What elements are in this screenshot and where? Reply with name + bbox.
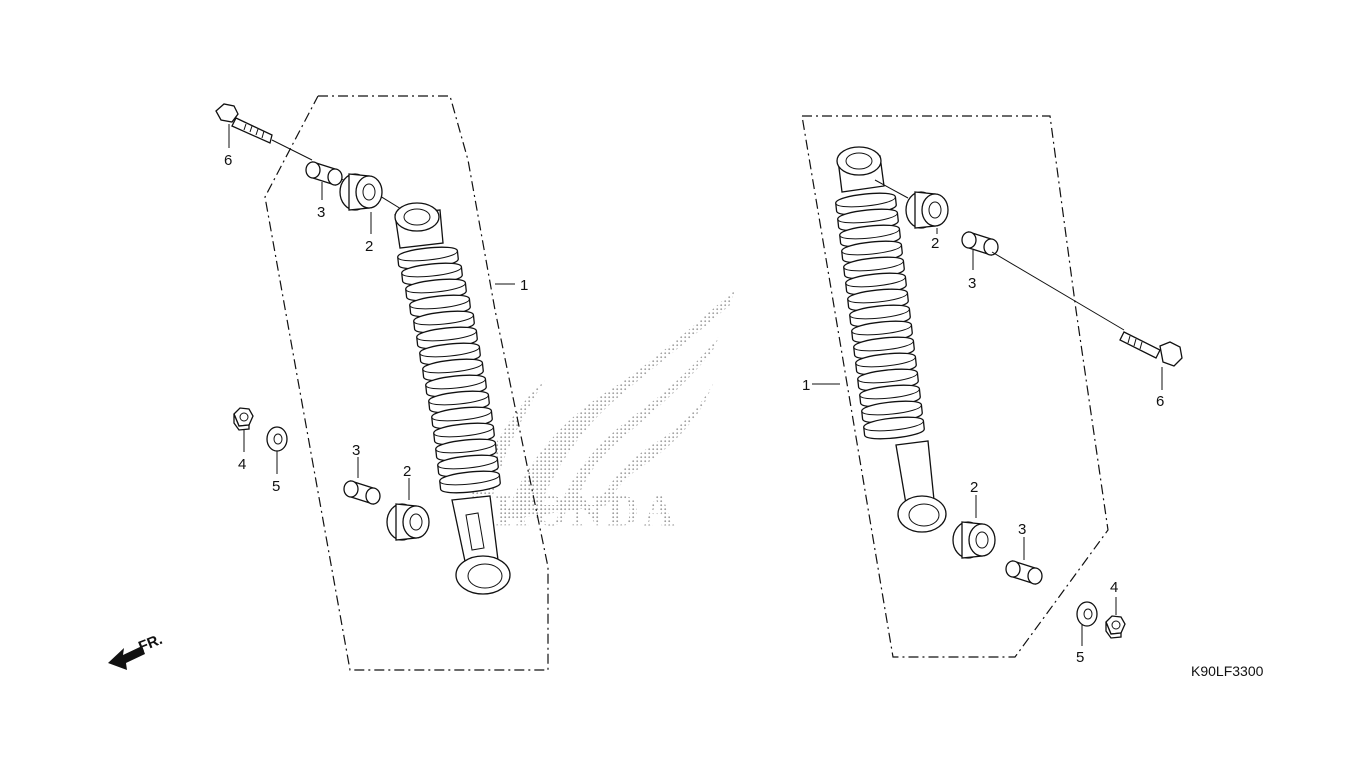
left-callout-2-bottom: 2	[403, 463, 411, 480]
right-callout-2-bottom: 2	[970, 479, 978, 496]
left-spring	[396, 244, 502, 496]
front-arrow-icon	[108, 646, 145, 670]
right-washer	[1076, 601, 1098, 627]
right-callout-3-bottom: 3	[1018, 521, 1026, 538]
right-callout-4: 4	[1110, 579, 1118, 596]
watermark-text: HONDA	[495, 486, 679, 535]
right-group-outline	[801, 115, 1109, 658]
right-shock-damper	[895, 440, 947, 533]
right-collar-bottom	[1005, 560, 1043, 585]
left-callout-3-top: 3	[317, 204, 325, 221]
right-bushing-bottom	[952, 521, 996, 559]
left-bolt	[215, 103, 273, 144]
left-nut	[233, 407, 254, 431]
right-shock-assembly: 2 3 6 1 2 3 4 5	[801, 115, 1183, 666]
left-washer	[266, 426, 288, 452]
right-bolt	[1119, 331, 1183, 367]
right-callout-5: 5	[1076, 649, 1084, 666]
right-spring	[834, 190, 926, 442]
left-callout-3-bottom: 3	[352, 442, 360, 459]
diagram-code: K90LF3300	[1191, 663, 1264, 679]
front-indicator-label: FR.	[136, 631, 165, 656]
right-collar-top	[961, 231, 999, 256]
left-callout-2-top: 2	[365, 238, 373, 255]
left-callout-4: 4	[238, 456, 246, 473]
front-indicator: FR.	[108, 631, 165, 670]
right-shock-top-eye	[836, 146, 885, 193]
left-shock-top-eye	[394, 202, 444, 249]
left-shock-damper	[451, 495, 511, 595]
left-collar-bottom	[343, 480, 381, 505]
right-bushing-top	[905, 191, 949, 229]
left-callout-6: 6	[224, 152, 232, 169]
right-callout-3-top: 3	[968, 275, 976, 292]
right-callout-6: 6	[1156, 393, 1164, 410]
left-bushing-bottom	[386, 503, 430, 541]
right-nut	[1105, 615, 1126, 639]
left-collar-top	[305, 161, 343, 186]
left-shock-assembly: 6 3 2 1 4 5 3 2	[215, 95, 549, 671]
left-group-outline	[264, 95, 549, 671]
left-callout-5: 5	[272, 478, 280, 495]
left-bushing-top	[339, 173, 383, 211]
right-callout-2-top: 2	[931, 235, 939, 252]
right-callout-1: 1	[802, 377, 810, 394]
left-callout-1: 1	[520, 277, 528, 294]
